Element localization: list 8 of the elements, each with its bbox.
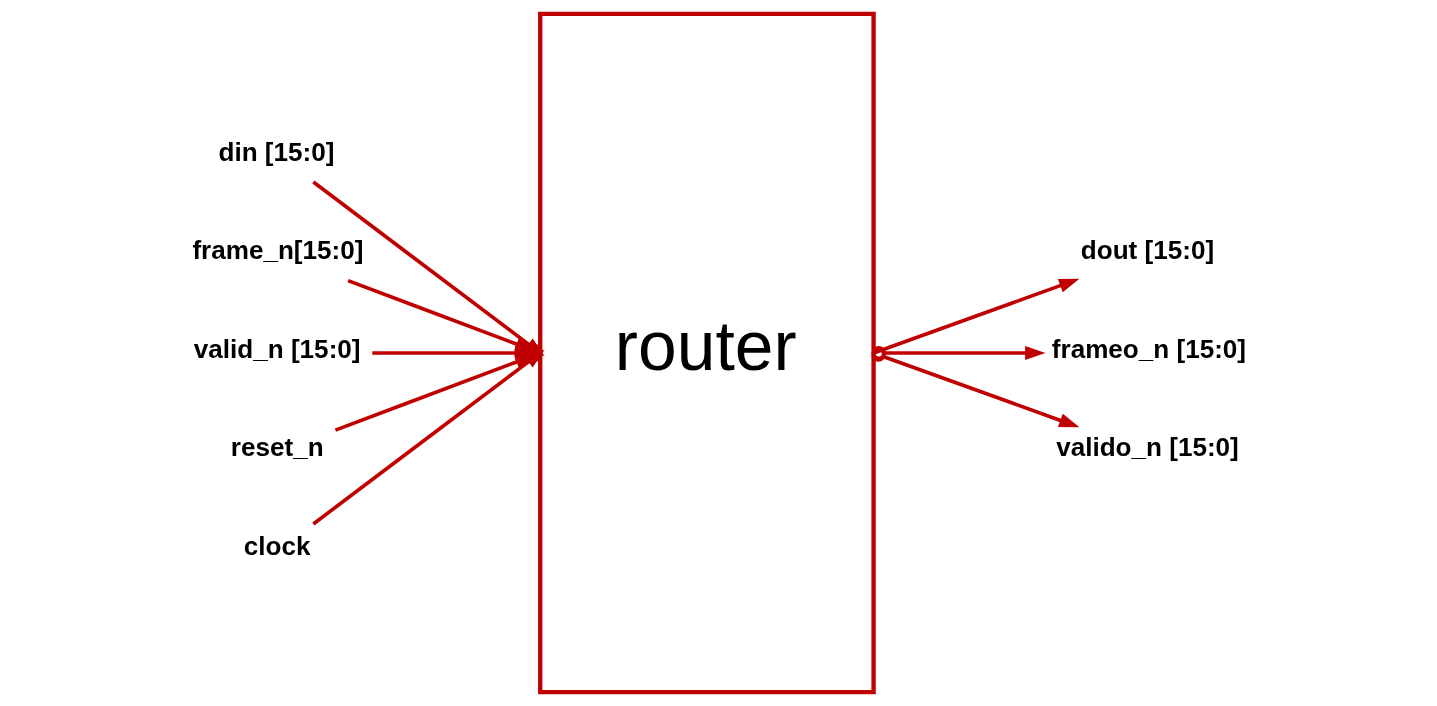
node-text: reset_n [230, 432, 324, 463]
node-text: valido_n [15:0] [1056, 432, 1239, 463]
node-text: din [15:0] [218, 136, 335, 167]
node-text: valid_n [15:0] [193, 333, 361, 364]
node-text: frameo_n [15:0] [1051, 333, 1247, 364]
node-text: dout [15:0] [1080, 235, 1215, 266]
node-text: frame_n[15:0] [192, 235, 364, 266]
node-text: clock [243, 531, 311, 562]
